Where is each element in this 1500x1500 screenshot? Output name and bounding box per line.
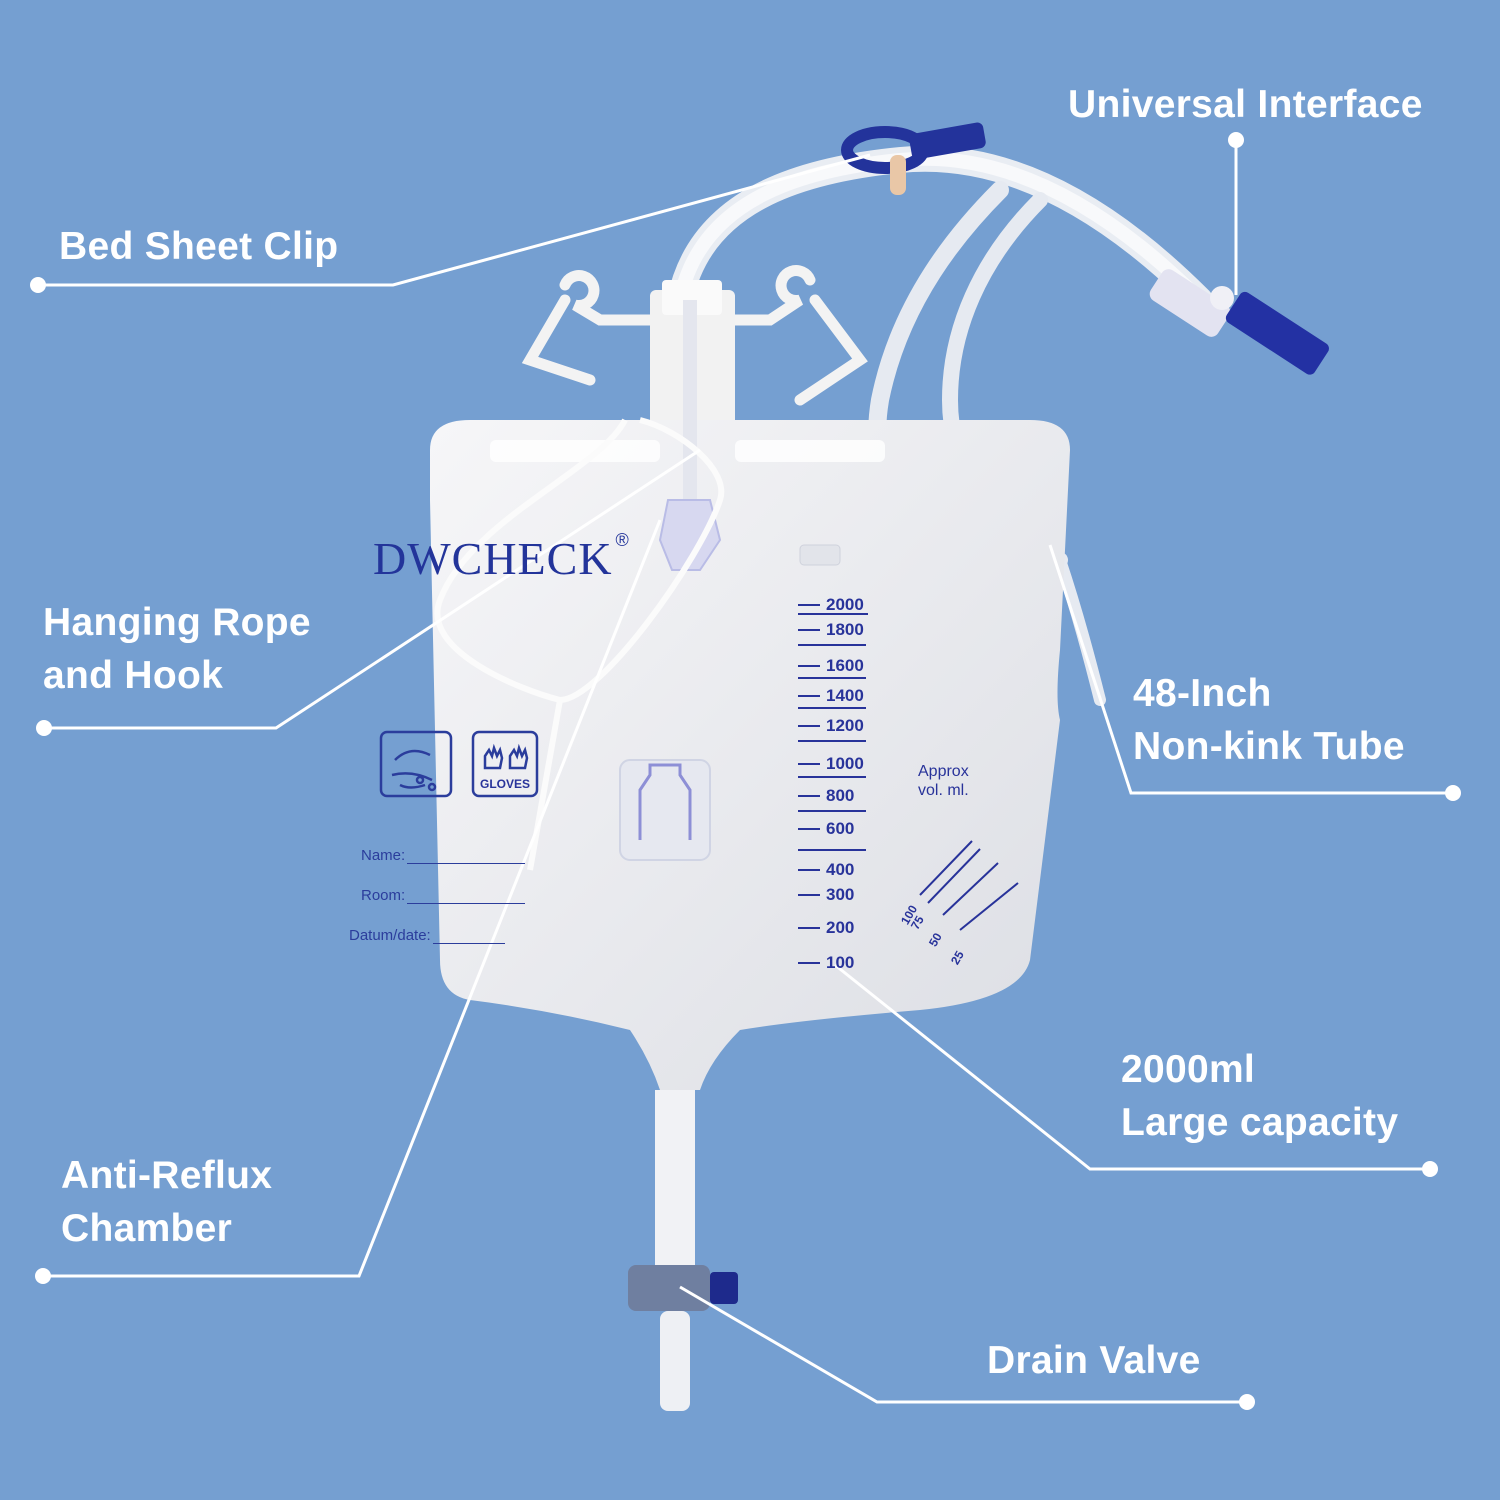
gloves-label: GLOVES xyxy=(480,777,531,791)
graduation-label: 600 xyxy=(826,819,855,838)
graduation-label: 400 xyxy=(826,860,855,879)
date-field: Datum/date: xyxy=(349,927,505,944)
gloves-icon xyxy=(471,730,539,798)
callout-hanging-rope-and-hook: Hanging Rope and Hook xyxy=(43,601,311,697)
graduation-label: 300 xyxy=(826,885,855,904)
graduation-label: 100 xyxy=(826,953,855,972)
sampling-port-icon xyxy=(619,759,711,861)
callout-bed-sheet-clip: Bed Sheet Clip xyxy=(59,225,339,268)
bag-body-icon xyxy=(430,420,1070,1090)
graduation-label: 1000 xyxy=(826,754,864,773)
callout-anti-reflux-chamber: Anti-Reflux Chamber xyxy=(61,1154,273,1250)
universal-interface-connector-icon xyxy=(1149,269,1329,375)
graduation-label: 1600 xyxy=(826,656,864,675)
room-field: Room: xyxy=(361,887,526,904)
hanger-hook-icon xyxy=(521,265,868,406)
callout-non-kink-tube: 48-Inch Non-kink Tube xyxy=(1133,672,1405,768)
callout-universal-interface: Universal Interface xyxy=(1068,83,1423,126)
graduation-label: 800 xyxy=(826,786,855,805)
anti-reflux-chamber-icon xyxy=(658,499,722,571)
bed-sheet-clip-icon xyxy=(841,122,986,195)
graduation-label: 2000 xyxy=(826,595,864,614)
hand-wash-icon xyxy=(379,730,453,798)
approx-volume-label: Approx vol. ml. xyxy=(918,763,969,799)
name-field: Name: xyxy=(361,847,526,864)
hanging-rope-icon xyxy=(434,417,725,704)
drain-valve-icon xyxy=(628,1265,710,1311)
outlet-tube-icon xyxy=(655,1090,695,1280)
graduation-scale-icon xyxy=(798,604,1019,964)
callout-dots xyxy=(30,132,1461,1410)
brand-logo: DWCHECK® xyxy=(373,530,630,584)
callout-drain-valve: Drain Valve xyxy=(987,1339,1201,1382)
graduation-label: 1400 xyxy=(826,686,864,705)
graduation-label: 1200 xyxy=(826,716,864,735)
callout-large-capacity: 2000ml Large capacity xyxy=(1121,1048,1399,1144)
graduation-label: 1800 xyxy=(826,620,864,639)
graduation-label: 200 xyxy=(826,918,855,937)
callout-leader-lines xyxy=(38,140,1453,1404)
